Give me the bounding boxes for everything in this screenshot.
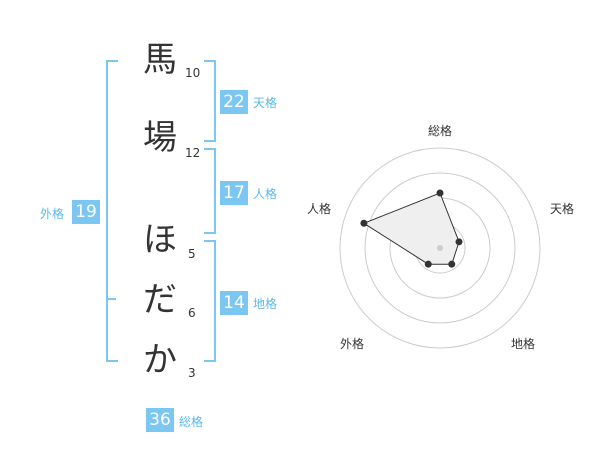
radar-ring	[364, 172, 516, 324]
stroke-count-5: 3	[188, 366, 196, 380]
jinkaku-label: 人格	[253, 187, 278, 201]
soukaku-label: 総格	[179, 415, 204, 429]
radar-point	[424, 260, 432, 268]
chikaku-label: 地格	[253, 297, 278, 311]
radar-axis-label-gaikaku: 外格	[340, 337, 365, 351]
radar-center-dot	[437, 245, 443, 251]
stroke-count-3: 5	[188, 247, 196, 261]
soukaku-value-badge: 36	[146, 408, 174, 432]
name-char-3: ほ	[143, 220, 177, 260]
gaikaku-value-badge: 19	[72, 200, 100, 224]
stroke-count-4: 6	[188, 306, 196, 320]
jinkaku-value-badge: 17	[220, 181, 248, 205]
gaikaku-bracket-mid-tick	[106, 298, 116, 300]
gaikaku-bracket	[106, 60, 118, 362]
name-char-5: か	[143, 340, 177, 380]
name-char-1: 馬	[143, 40, 177, 80]
tenkaku-label: 天格	[253, 96, 278, 110]
stroke-count-1: 10	[185, 66, 201, 80]
radar-axis-label-chikaku: 地格	[511, 337, 536, 351]
radar-axis-label-tenkaku: 天格	[550, 202, 575, 216]
gaikaku-label: 外格	[40, 207, 65, 221]
tenkaku-value-badge: 22	[220, 90, 248, 114]
chikaku-value-badge: 14	[220, 291, 248, 315]
tenkaku-bracket	[204, 60, 216, 142]
stroke-count-2: 12	[185, 146, 201, 160]
radar-point	[360, 219, 368, 227]
radar-point	[436, 189, 444, 197]
radar-axis-label-soukaku: 総格	[428, 124, 453, 138]
radar-points	[360, 189, 463, 268]
radar-axis-label-jinkaku: 人格	[307, 202, 332, 216]
jinkaku-bracket	[204, 148, 216, 234]
name-char-2: 場	[143, 118, 177, 158]
radar-polygon	[362, 192, 460, 265]
chikaku-bracket	[204, 240, 216, 362]
radar-point	[448, 260, 456, 268]
radar-ring	[339, 147, 541, 349]
name-char-4: だ	[143, 280, 177, 320]
radar-point	[455, 238, 463, 246]
